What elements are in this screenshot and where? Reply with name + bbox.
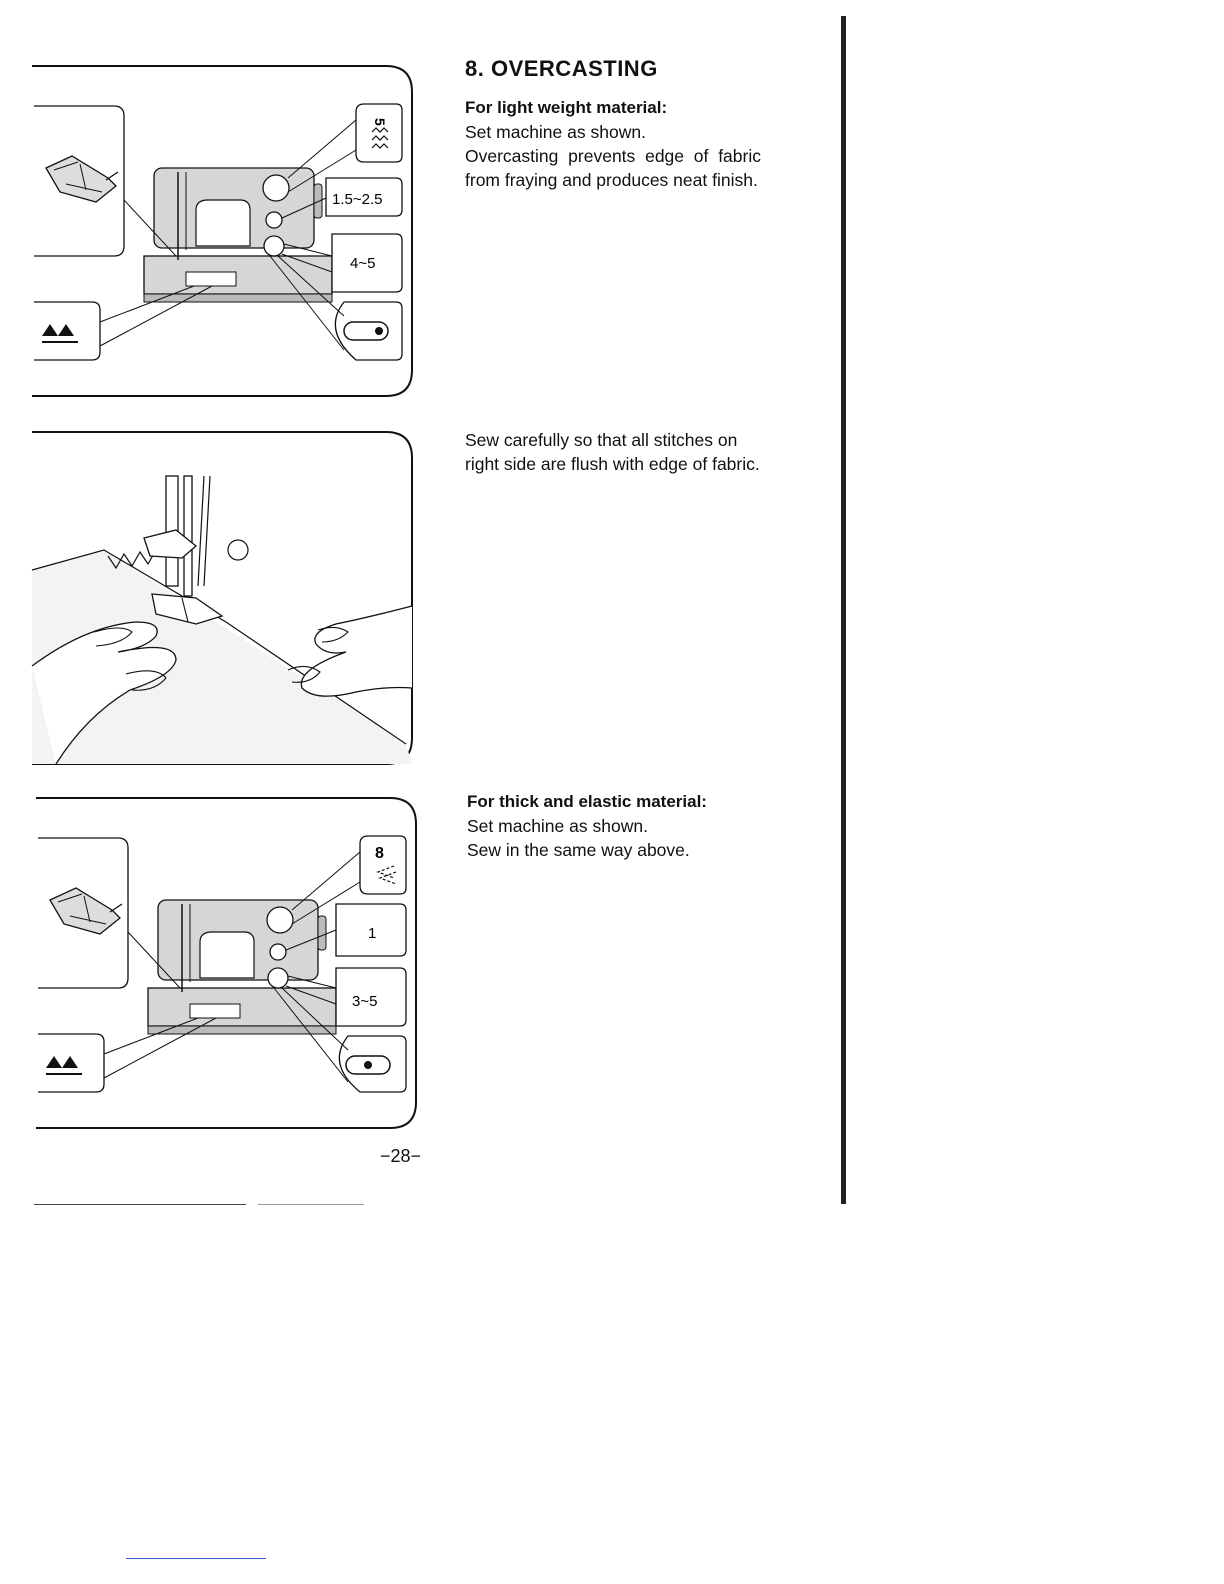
feed-dog-box — [38, 1034, 104, 1092]
stitch-length-label: 4~5 — [350, 255, 375, 272]
stitch-width-label: 1 — [368, 925, 376, 942]
figure-light-material: 5 1.5~2.5 4~5 — [26, 60, 418, 402]
pattern-number-label: 8 — [375, 845, 384, 862]
thick-material-section: For thick and elastic material: Set mach… — [467, 792, 767, 862]
light-material-line-2: Overcasting prevents edge of fabric from… — [465, 144, 761, 192]
sewing-machine-illustration — [144, 168, 332, 302]
light-material-section: For light weight material: Set machine a… — [465, 98, 765, 192]
light-material-line-1: Set machine as shown. — [465, 120, 765, 144]
light-material-heading: For light weight material: — [465, 98, 765, 118]
stitch-length-label: 3~5 — [352, 993, 377, 1010]
sew-carefully-text: Sew carefully so that all stitches on ri… — [465, 428, 765, 476]
presser-foot-box — [34, 106, 124, 256]
sewing-machine-illustration — [148, 900, 336, 1034]
thick-material-heading: For thick and elastic material: — [467, 792, 767, 812]
stitch-width-label: 1.5~2.5 — [332, 191, 382, 208]
vertical-rule — [841, 16, 846, 1204]
thick-material-line-2: Sew in the same way above. — [467, 838, 767, 862]
figure-thick-material: 8 1 3~5 — [30, 792, 422, 1134]
presser-foot-box — [38, 838, 128, 988]
footer-rule-faint — [258, 1204, 364, 1205]
pattern-number-label: 5 — [372, 118, 388, 126]
sew-carefully-section: Sew carefully so that all stitches on ri… — [465, 428, 765, 476]
scan-edge-line — [126, 1558, 266, 1559]
footer-rule — [34, 1204, 246, 1205]
thick-material-line-1: Set machine as shown. — [467, 814, 767, 838]
page-title: 8. OVERCASTING — [465, 56, 658, 82]
feed-dog-box — [34, 302, 100, 360]
page-number: −28− — [380, 1146, 421, 1167]
figure-sewing-hands — [26, 426, 418, 772]
